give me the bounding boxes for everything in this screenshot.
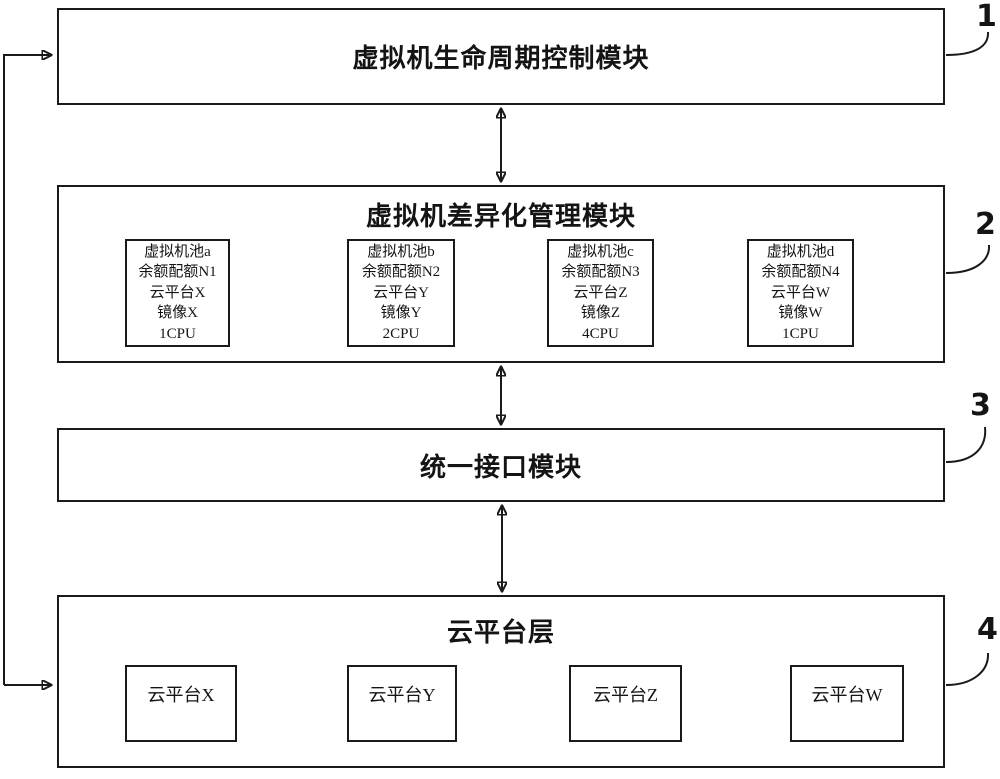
module-box-cloud-platform-layer: 云平台层 云平台X 云平台Y 云平台Z 云平台W	[57, 595, 945, 768]
pool-d-line: 云平台W	[770, 284, 831, 301]
platform-w-label: 云平台W	[811, 684, 883, 705]
cloud-platform-box-y: 云平台Y	[347, 665, 457, 742]
pool-c-line: 镜像Z	[580, 305, 621, 322]
cloud-platform-box-z: 云平台Z	[569, 665, 682, 742]
reference-numeral-2: 2	[975, 207, 996, 242]
pool-d-line: 镜像W	[778, 305, 823, 322]
feedback-line-module4-to-module1	[3, 55, 51, 685]
module-box-vm-differentiation-management: 虚拟机差异化管理模块 虚拟机池a 余额配额N1 云平台X 镜像X 1CPU 虚拟…	[57, 185, 945, 363]
pool-a-line: 镜像X	[157, 305, 198, 322]
cloud-platform-box-w: 云平台W	[790, 665, 904, 742]
module2-title: 虚拟机差异化管理模块	[365, 202, 636, 231]
pool-b-line: 虚拟机池b	[367, 243, 435, 260]
pool-a-line: 虚拟机池a	[144, 243, 211, 260]
pool-d-line: 虚拟机池d	[766, 243, 835, 260]
reference-numeral-4: 4	[977, 612, 998, 647]
module3-title: 统一接口模块	[419, 452, 582, 482]
leader-curve-3	[945, 426, 987, 463]
platform-x-label: 云平台X	[147, 684, 215, 705]
pool-a-line: 余额配额N1	[138, 264, 217, 281]
vm-pool-box-a: 虚拟机池a 余额配额N1 云平台X 镜像X 1CPU	[125, 239, 230, 347]
pool-a-line: 云平台X	[149, 284, 206, 301]
module1-title: 虚拟机生命周期控制模块	[352, 44, 650, 73]
cloud-platform-box-x: 云平台X	[125, 665, 237, 742]
vm-pool-box-d: 虚拟机池d 余额配额N4 云平台W 镜像W 1CPU	[747, 239, 854, 347]
pool-c-line: 余额配额N3	[561, 264, 640, 281]
module-box-unified-interface: 统一接口模块	[57, 428, 945, 502]
reference-numeral-3: 3	[970, 388, 991, 423]
vm-pool-box-c: 虚拟机池c 余额配额N3 云平台Z 镜像Z 4CPU	[547, 239, 654, 347]
pool-d-line: 1CPU	[782, 325, 819, 342]
pool-c-line: 4CPU	[582, 325, 619, 342]
pool-c-line: 云平台Z	[573, 284, 628, 301]
platform-y-label: 云平台Y	[368, 684, 436, 705]
pool-d-line: 余额配额N4	[761, 264, 840, 281]
pool-b-line: 镜像Y	[380, 305, 422, 322]
vm-pool-box-b: 虚拟机池b 余额配额N2 云平台Y 镜像Y 2CPU	[347, 239, 455, 347]
pool-c-line: 虚拟机池c	[567, 243, 634, 260]
platform-z-label: 云平台Z	[593, 684, 658, 705]
pool-b-line: 云平台Y	[373, 284, 429, 301]
reference-numeral-1: 1	[976, 0, 997, 34]
pool-b-line: 2CPU	[382, 325, 420, 342]
module-box-vm-lifecycle-control: 虚拟机生命周期控制模块	[57, 8, 945, 105]
pool-b-line: 余额配额N2	[361, 264, 441, 281]
leader-curve-4	[945, 652, 990, 686]
module4-title: 云平台层	[446, 618, 555, 647]
leader-curve-2	[945, 244, 991, 274]
pool-a-line: 1CPU	[159, 325, 196, 342]
leader-curve-1	[945, 31, 990, 56]
